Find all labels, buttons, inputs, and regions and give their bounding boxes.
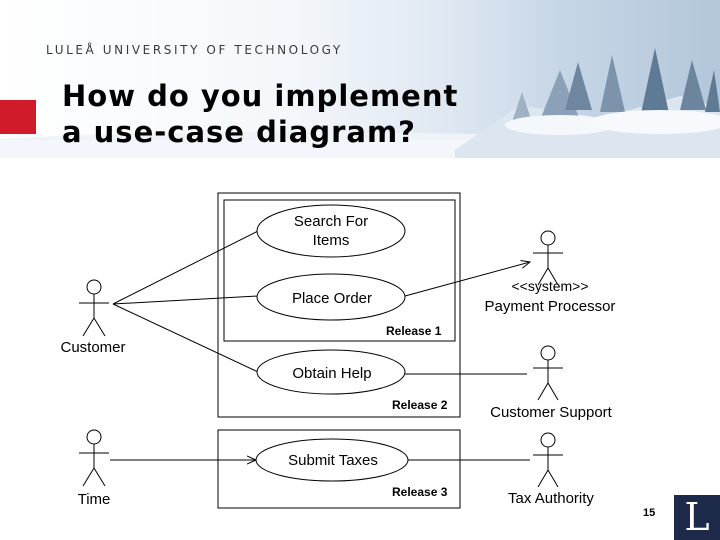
use-case-label: Items [313,232,350,249]
use-case-label: Submit Taxes [288,452,378,469]
actor-label: Customer [60,339,125,356]
use-case-label: Search For [294,213,368,230]
release-label: Release 1 [386,324,442,338]
winter-landscape-image [0,48,720,158]
system-boundary-release-1 [223,199,456,342]
university-name: LULEÅ UNIVERSITY OF TECHNOLOGY [46,43,343,57]
association-lines [110,230,530,460]
page-number: 15 [643,507,656,519]
system-boundary-release-3 [217,429,461,509]
actor-label: Customer Support [490,404,613,421]
use-case-label: Obtain Help [292,365,371,382]
use-case-search-for-items: Search For Items [256,204,406,258]
system-boundary-outer [217,192,461,418]
use-case-obtain-help: Obtain Help [256,349,406,395]
actor-label: Payment Processor [485,298,616,315]
actor-customer [79,279,109,337]
use-case-label: Place Order [292,290,372,307]
slide-title: How do you implement a use-case diagram? [62,79,459,149]
logo-letter: L [684,495,710,539]
release-label: Release 2 [392,398,448,412]
actor-customer-support [533,345,563,401]
actor-label: Tax Authority [508,490,594,507]
actor-label: Time [78,491,111,508]
red-accent-square [0,100,36,134]
use-case-submit-taxes: Submit Taxes [255,438,409,482]
actor-stereotype: <<system>> [511,278,588,294]
university-logo: L [674,495,720,540]
actor-payment-processor [533,230,563,286]
header-banner [0,0,720,158]
actor-tax-authority [533,432,563,488]
actor-time [79,429,109,487]
release-label: Release 3 [392,485,448,499]
use-case-place-order: Place Order [256,273,406,321]
